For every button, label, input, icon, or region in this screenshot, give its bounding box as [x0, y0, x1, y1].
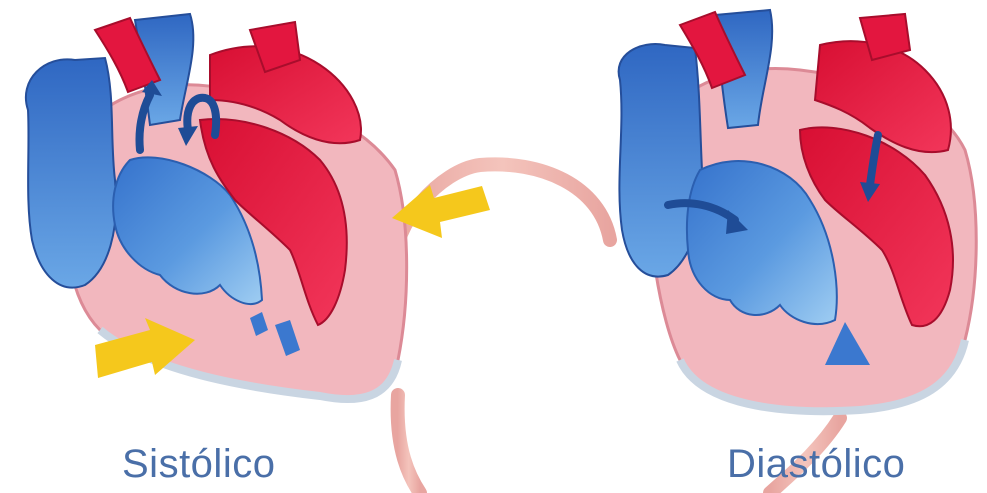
diastole-caption: Diastólico — [727, 442, 905, 487]
systole-heart — [26, 14, 407, 399]
diastole-heart — [619, 10, 977, 411]
pericardium-band — [398, 395, 420, 493]
right-atrium — [26, 58, 116, 288]
systole-caption: Sistólico — [122, 442, 275, 487]
